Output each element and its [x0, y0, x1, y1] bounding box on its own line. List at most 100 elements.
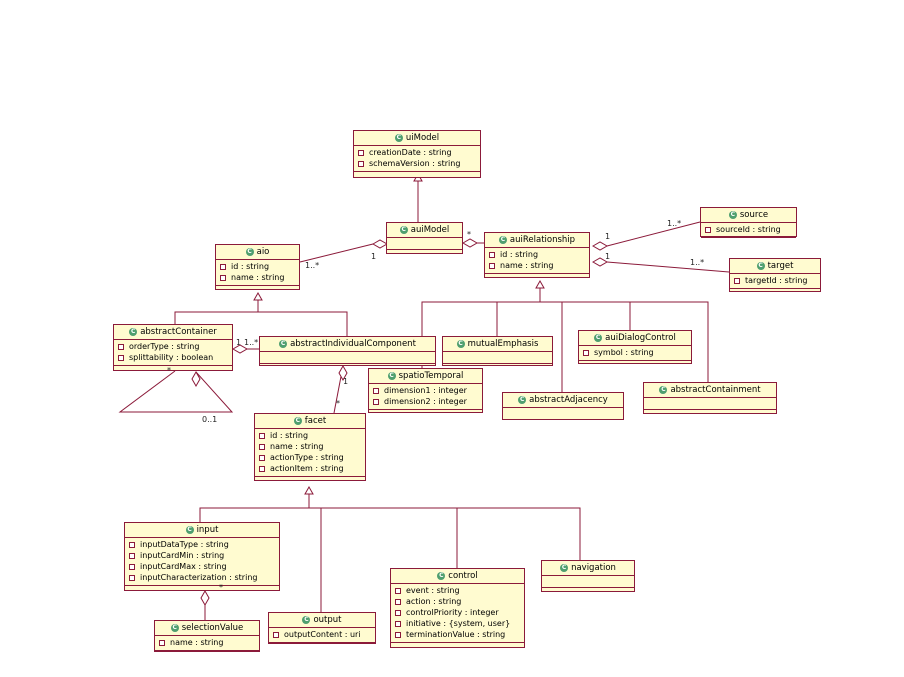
- visibility-icon: [583, 349, 589, 356]
- generalization-navigation-facet: [200, 507, 581, 560]
- class-icon: C: [756, 261, 765, 270]
- attribute-row: id : string: [220, 261, 299, 272]
- association-rel-source: [606, 221, 701, 247]
- visibility-icon: [118, 354, 124, 361]
- class-operations: [369, 409, 482, 416]
- attribute-row: dimension2 : integer: [373, 396, 482, 407]
- attribute-text: name : string: [231, 273, 285, 282]
- attribute-text: controlPriority : integer: [406, 608, 499, 617]
- attribute-text: symbol : string: [594, 348, 654, 357]
- multiplicity-label: *: [219, 583, 223, 592]
- visibility-icon: [118, 343, 124, 350]
- visibility-icon: [373, 398, 379, 405]
- class-icon: C: [456, 339, 465, 348]
- attribute-text: dimension1 : integer: [384, 386, 467, 395]
- attribute-row: name : string: [259, 441, 365, 452]
- visibility-icon: [220, 263, 226, 270]
- aggregation-diamond-auiModel-rel: [461, 238, 479, 248]
- class-attributes: outputContent : uri: [269, 628, 375, 642]
- class-attributes: sourceId : string: [701, 223, 796, 237]
- attribute-text: inputCardMin : string: [140, 551, 225, 560]
- class-icon: C: [302, 615, 311, 624]
- visibility-icon: [373, 387, 379, 394]
- class-operations: [730, 288, 820, 295]
- class-name: abstractAdjacency: [529, 395, 608, 405]
- class-attributes: symbol : string: [579, 346, 691, 360]
- multiplicity-label: 1: [371, 252, 377, 261]
- aggregation-diamond-rel-source: [591, 241, 609, 251]
- class-name: abstractIndividualComponent: [290, 339, 416, 349]
- attribute-row: id : string: [259, 430, 365, 441]
- attribute-text: targetId : string: [745, 276, 808, 285]
- visibility-icon: [159, 639, 165, 646]
- aggregation-diamond-container: [231, 344, 249, 354]
- class-icon: C: [560, 563, 569, 572]
- class-operations: [644, 409, 776, 416]
- visibility-icon: [395, 620, 401, 627]
- generalization-aic-aio: [258, 311, 348, 336]
- visibility-icon: [734, 277, 740, 284]
- attribute-row: name : string: [159, 637, 259, 648]
- class-attributes: targetId : string: [730, 274, 820, 288]
- class-icon: C: [518, 395, 527, 404]
- class-name: mutualEmphasis: [467, 339, 539, 349]
- class-operations: [485, 273, 589, 280]
- class-name: spatioTemporal: [398, 371, 464, 381]
- multiplicity-label: 0..1: [202, 415, 218, 424]
- class-attributes: [542, 576, 634, 587]
- association-rel-target: [606, 261, 730, 273]
- generalization-arrow-auiRelationship: [535, 279, 545, 289]
- class-icon: C: [170, 623, 179, 632]
- multiplicity-label: 1..*: [667, 219, 682, 228]
- class-operations: [391, 642, 524, 649]
- visibility-icon: [705, 226, 711, 233]
- class-operations: [125, 585, 279, 592]
- class-operations: [255, 476, 365, 483]
- class-operations: [260, 363, 435, 370]
- class-name: auiModel: [410, 225, 450, 235]
- attribute-row: controlPriority : integer: [395, 607, 524, 618]
- multiplicity-label: *: [336, 399, 340, 408]
- aggregation-diamond-aic-facet: [338, 364, 348, 382]
- class-operations: [503, 419, 623, 426]
- association-container-self: [118, 370, 234, 413]
- attribute-text: terminationValue : string: [406, 630, 506, 639]
- visibility-icon: [259, 443, 265, 450]
- class-operations: [155, 650, 259, 657]
- attribute-row: terminationValue : string: [395, 629, 524, 640]
- class-icon: C: [129, 327, 138, 336]
- attribute-text: id : string: [500, 250, 539, 259]
- class-operations: [354, 171, 480, 178]
- attribute-row: inputCardMax : string: [129, 561, 279, 572]
- attribute-text: name : string: [170, 638, 224, 647]
- multiplicity-label: 1: [605, 232, 611, 241]
